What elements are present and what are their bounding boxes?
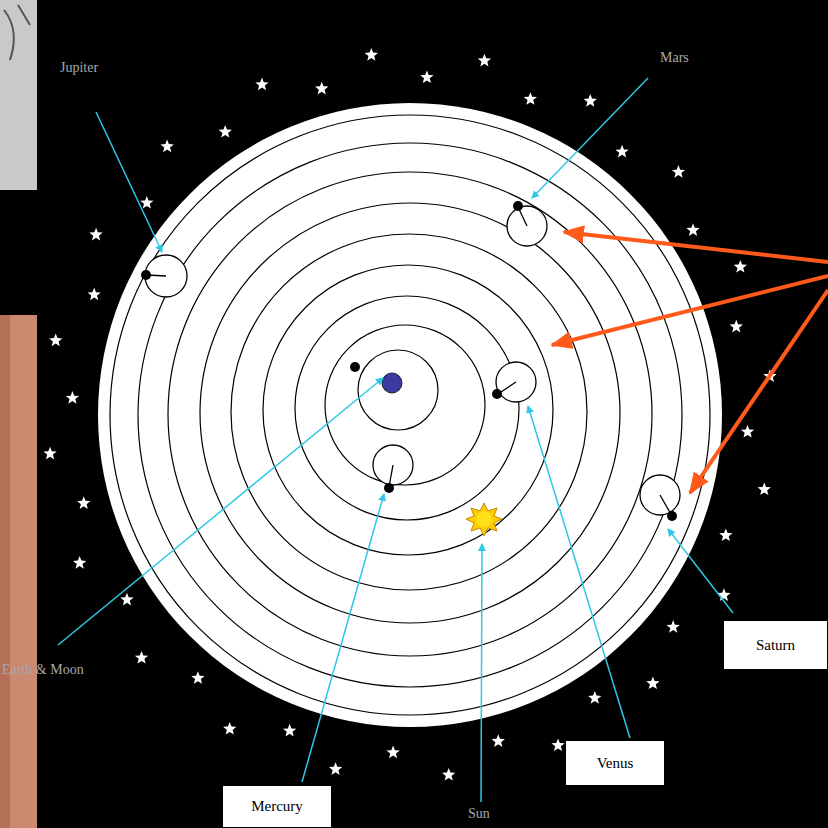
photo-fragment: [0, 0, 37, 190]
orbit-rings: [110, 115, 710, 715]
planet-label: Mars: [660, 50, 689, 66]
epicycle-radii: [147, 207, 672, 516]
planet-label: Jupiter: [60, 60, 98, 76]
epicycles: [145, 206, 680, 515]
planets: [141, 201, 677, 521]
label-box: Venus: [565, 740, 665, 786]
celestial-disc: [98, 103, 722, 727]
planet-label: Mercury: [251, 798, 303, 815]
planet-label: Sun: [468, 806, 490, 822]
sun: [466, 503, 502, 536]
moon: [350, 362, 360, 372]
star-ring: [43, 48, 776, 781]
label-box: Saturn: [723, 620, 828, 670]
planet-label: Earth & Moon: [2, 662, 84, 678]
label-box: Mercury: [222, 785, 332, 828]
callout-arrows: [552, 232, 828, 493]
planet-label: Saturn: [756, 637, 795, 654]
leader-lines: [58, 78, 733, 802]
photo-fragment: [0, 315, 37, 828]
earth: [382, 373, 402, 393]
planet-label: Venus: [597, 755, 634, 772]
